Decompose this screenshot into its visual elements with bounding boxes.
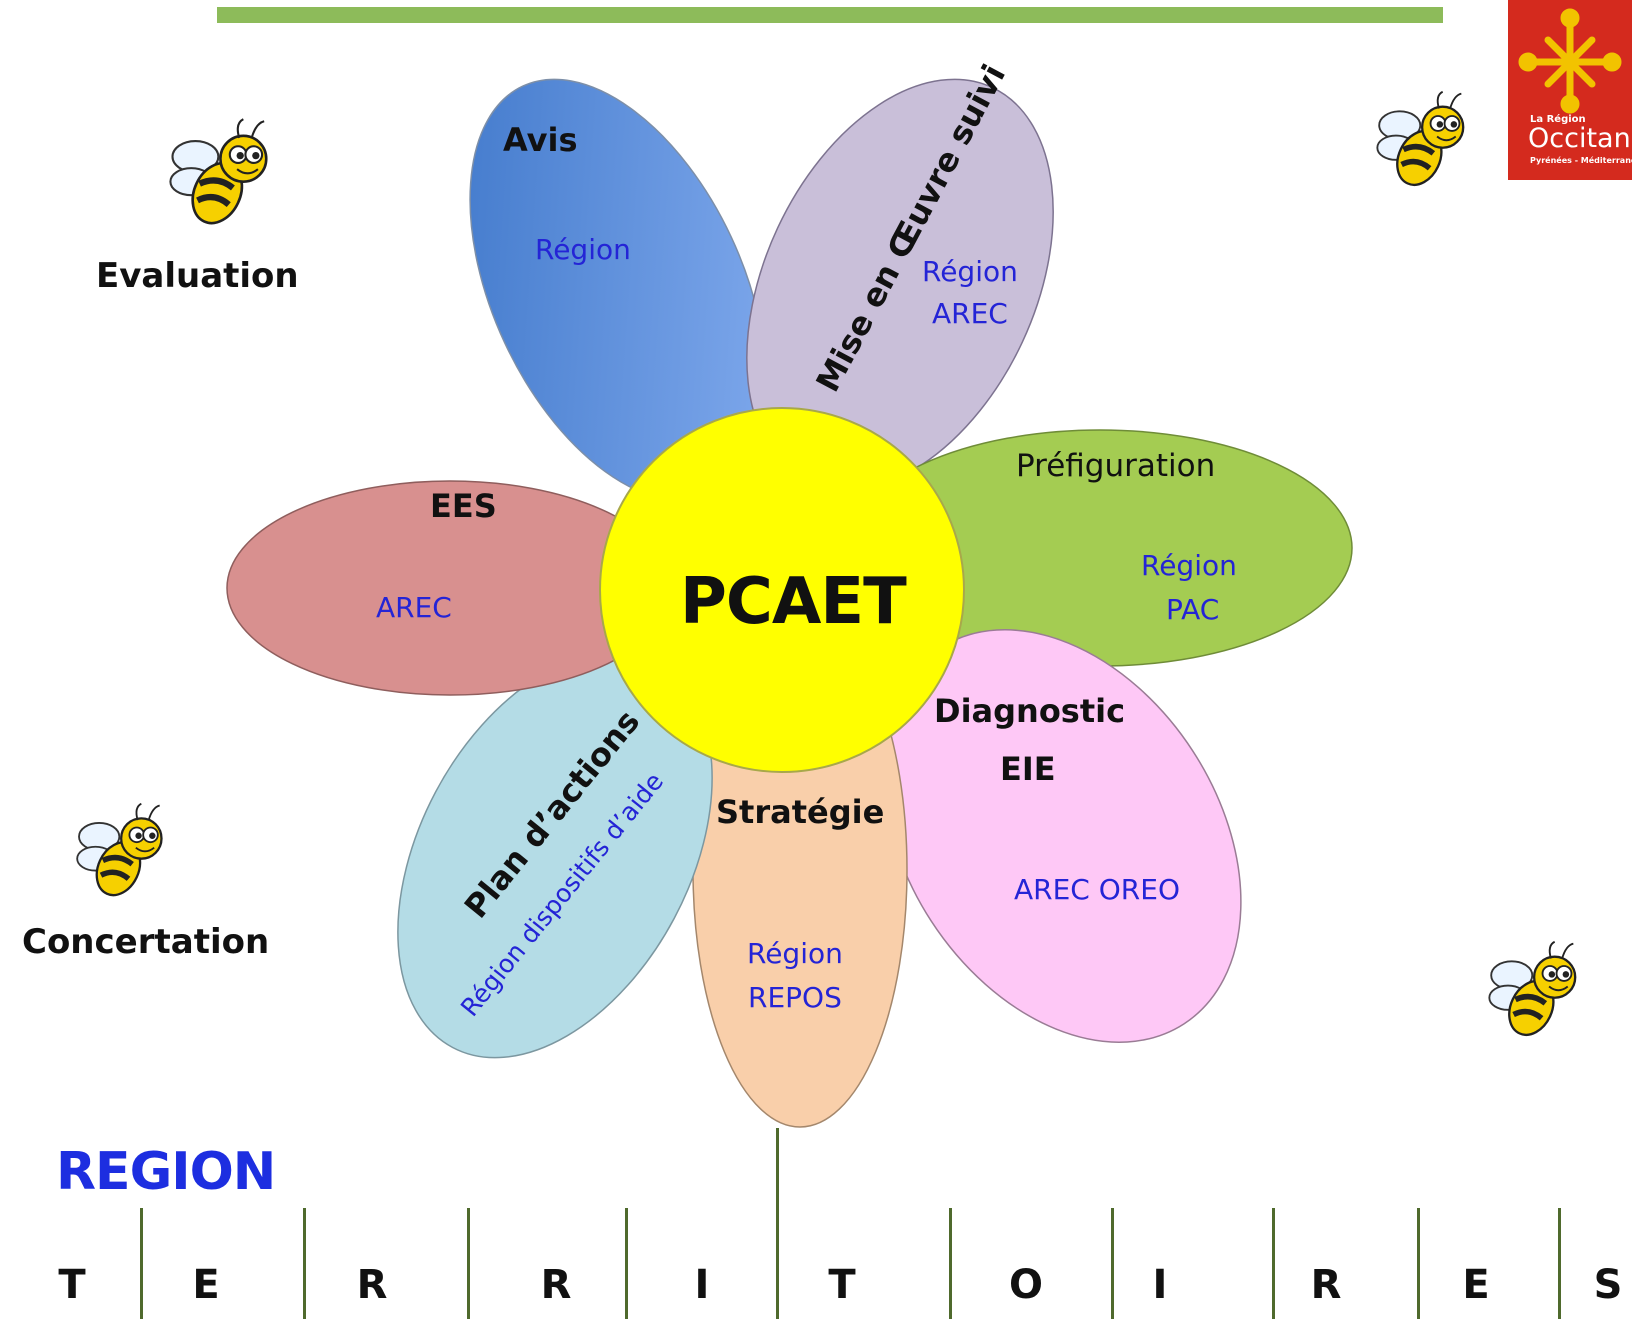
petal-title-strategie: Stratégie (716, 793, 885, 831)
territoires-letter: S (1593, 1262, 1623, 1308)
region-label: REGION (56, 1142, 276, 1202)
bee-icon (169, 118, 268, 225)
center-label: PCAET (680, 565, 907, 639)
logo-line1: La Région (1530, 114, 1586, 125)
territoires-letter: O (1008, 1262, 1043, 1308)
top-green-bar (217, 7, 1443, 23)
flower-stem (776, 1128, 779, 1319)
occitan-cross-icon (1518, 8, 1622, 114)
territoires-letter: R (356, 1262, 388, 1308)
petal-actor-prefiguration-1: Région (1141, 549, 1237, 582)
territoires-letter: E (192, 1262, 220, 1308)
letter-separator (625, 1208, 628, 1319)
petal-actor-diagnostic: AREC OREO (1014, 873, 1180, 906)
letter-separator (1558, 1208, 1561, 1319)
flower-center (599, 407, 965, 773)
petal-title-prefiguration: Préfiguration (1016, 448, 1216, 484)
letter-separator (303, 1208, 306, 1319)
petal-title-ees: EES (430, 487, 497, 525)
territoires-letter: I (1152, 1262, 1168, 1308)
petal-title-diagnostic: Diagnostic (934, 692, 1126, 730)
letter-separator (467, 1208, 470, 1319)
territoires-letter: T (58, 1262, 86, 1308)
petal-actor-strategie-2: REPOS (748, 981, 842, 1014)
bee-icon (1376, 90, 1465, 186)
evaluation-label: Evaluation (96, 256, 299, 296)
territoires-letter: E (1462, 1262, 1490, 1308)
territoires-letter: R (540, 1262, 572, 1308)
petal-actor-ees: AREC (376, 591, 452, 624)
letter-separator (1272, 1208, 1275, 1319)
petal-title-avis: Avis (503, 121, 578, 159)
region-occitanie-logo: La Région Occitanie Pyrénées - Méditerra… (1508, 0, 1632, 180)
bee-icon (1488, 940, 1577, 1036)
petal-title2-diagnostic: EIE (1000, 750, 1056, 788)
petal-actor-strategie-1: Région (747, 937, 843, 970)
letter-separator (949, 1208, 952, 1319)
petal-actor-avis: Région (535, 233, 631, 266)
petal-actor-mise-en-oeuvre-1: Région (922, 255, 1018, 288)
letter-separator (1111, 1208, 1114, 1319)
logo-line2: Occitanie (1528, 123, 1632, 154)
bee-icon (76, 802, 163, 897)
petal-actor-prefiguration-2: PAC (1166, 593, 1220, 626)
concertation-label: Concertation (22, 922, 270, 962)
petal-actor-mise-en-oeuvre-2: AREC (932, 297, 1008, 330)
letter-separator (1417, 1208, 1420, 1319)
letter-separator (140, 1208, 143, 1319)
territoires-letter: I (694, 1262, 710, 1308)
territoires-letter: R (1310, 1262, 1342, 1308)
territoires-letter: T (828, 1262, 856, 1308)
logo-line3: Pyrénées - Méditerranée (1530, 156, 1632, 165)
